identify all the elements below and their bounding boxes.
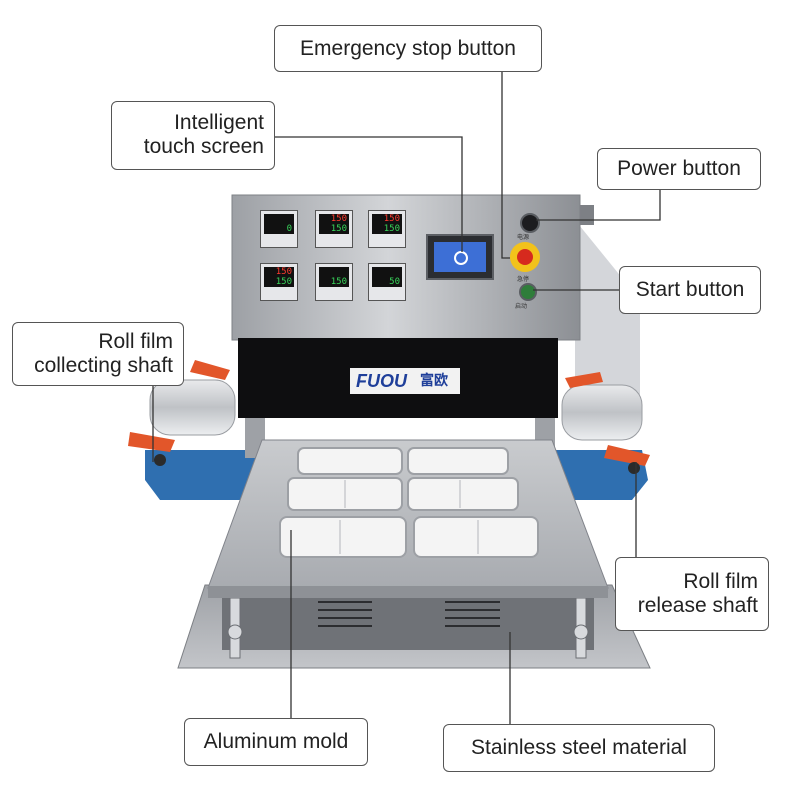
touch-screen-display <box>434 242 486 272</box>
callout-collecting-line1: Roll film <box>98 330 173 353</box>
callout-touch-screen-line1: Intelligent <box>174 111 264 134</box>
temp-controller-2[interactable]: 150 150 <box>315 210 353 248</box>
callout-power-text: Power button <box>617 157 741 180</box>
power-label: 电源 <box>517 234 530 241</box>
callout-start-text: Start button <box>635 278 745 301</box>
start-button[interactable] <box>519 283 537 301</box>
mold-tray-front-edge <box>208 586 608 598</box>
chamber-logo-plate <box>350 368 460 394</box>
emergency-stop-label: 急停 <box>517 276 530 283</box>
vent-slots <box>318 601 500 627</box>
controller-3-top: 150 <box>383 214 400 224</box>
callout-stainless-steel-text: Stainless steel material <box>471 736 687 759</box>
brand-logo: FUOU 富欧 <box>352 370 458 392</box>
controller-3-bottom: 150 <box>383 224 400 234</box>
callout-power: Power button <box>597 148 761 190</box>
controller-4-top: 150 <box>275 267 292 277</box>
brand-logo-text: FUOU <box>356 371 407 391</box>
callout-collecting-shaft: Roll film collecting shaft <box>12 322 184 386</box>
right-handles <box>565 372 650 474</box>
temp-controller-5[interactable]: 150 <box>315 263 353 301</box>
callout-aluminum-mold: Aluminum mold <box>184 718 368 766</box>
callout-emergency-stop: Emergency stop button <box>274 25 542 72</box>
guide-rails <box>227 597 589 659</box>
base-cavity <box>222 592 594 650</box>
callout-emergency-stop-text: Emergency stop button <box>300 37 516 60</box>
left-roller <box>149 379 236 436</box>
touch-screen-icon <box>454 251 468 265</box>
controller-4-bottom: 150 <box>275 277 292 287</box>
emergency-stop-cap <box>517 249 533 265</box>
emergency-stop-button[interactable] <box>510 242 540 272</box>
callout-release-line1: Roll film <box>683 570 758 593</box>
touch-screen[interactable] <box>426 234 494 280</box>
temp-controller-1[interactable]: 0 <box>260 210 298 248</box>
callout-touch-screen-line2: touch screen <box>143 135 264 158</box>
aluminum-mold-cavities <box>279 447 539 558</box>
callout-collecting-line2: collecting shaft <box>34 354 173 377</box>
left-handles <box>128 360 230 466</box>
controller-2-top: 150 <box>330 214 347 224</box>
brand-logo-cn: 富欧 <box>420 373 448 389</box>
container-dividers <box>339 480 479 554</box>
power-button[interactable] <box>520 213 540 233</box>
callout-aluminum-mold-text: Aluminum mold <box>203 730 349 753</box>
controller-2-bottom: 150 <box>330 224 347 234</box>
callout-release-shaft: Roll film release shaft <box>615 557 769 631</box>
right-roller <box>561 384 643 441</box>
start-label: 启动 <box>515 303 528 310</box>
callout-stainless-steel: Stainless steel material <box>443 724 715 772</box>
controller-6-bottom: 50 <box>389 277 400 287</box>
left-blue-arm <box>145 450 268 500</box>
controller-5-bottom: 150 <box>330 277 347 287</box>
callout-release-line2: release shaft <box>637 594 758 617</box>
temp-controller-6[interactable]: 50 <box>368 263 406 301</box>
callout-start: Start button <box>619 266 761 314</box>
temp-controller-4[interactable]: 150 150 <box>260 263 298 301</box>
callout-touch-screen: Intelligent touch screen <box>111 101 275 170</box>
controller-1-bottom: 0 <box>286 224 292 234</box>
temp-controller-3[interactable]: 150 150 <box>368 210 406 248</box>
